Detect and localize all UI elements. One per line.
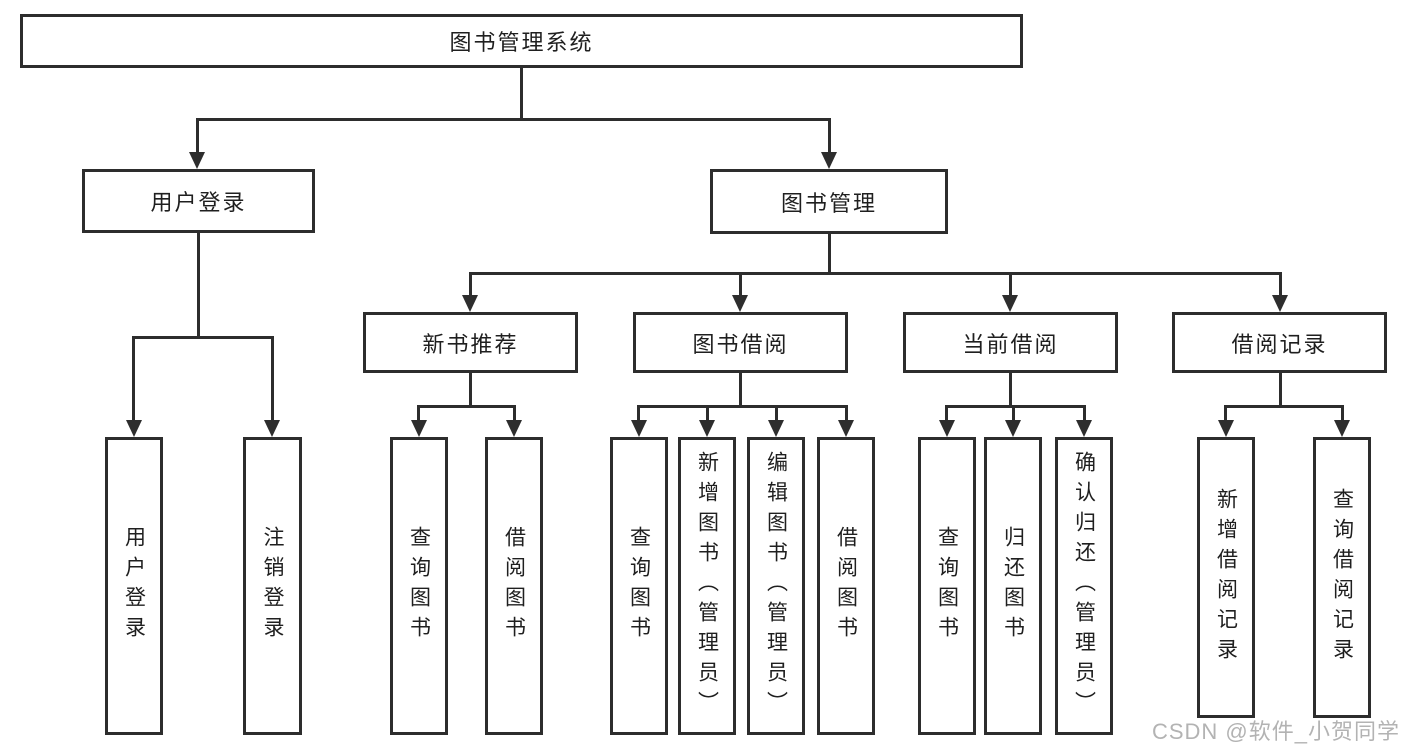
node-label: 借阅记录 — [1231, 331, 1328, 357]
arrowhead-down — [506, 420, 522, 437]
tree-line — [739, 272, 742, 298]
node-label: 当前借阅 — [962, 331, 1059, 357]
node-label: 图书管理系统 — [449, 30, 594, 55]
leaf-query-book: 查询图书 — [390, 437, 448, 735]
tree-line — [197, 118, 831, 121]
leaf-return-book: 归还图书 — [984, 437, 1042, 735]
tree-line — [469, 373, 472, 408]
tree-line — [845, 405, 848, 423]
leaf-label: 归还图书 — [1001, 526, 1025, 646]
csdn-watermark: CSDN @软件_小贺同学 — [1151, 719, 1400, 744]
tree-line — [417, 405, 420, 423]
arrowhead-down — [1334, 420, 1350, 437]
leaf-label: 查询图书 — [627, 526, 651, 646]
tree-line — [469, 272, 1282, 275]
tree-line — [513, 405, 516, 423]
tree-line — [133, 336, 273, 339]
arrowhead-down — [1272, 295, 1288, 312]
tree-line — [739, 373, 742, 408]
arrowhead-down — [699, 420, 715, 437]
tree-line — [637, 405, 640, 423]
tree-line — [1224, 405, 1227, 423]
arrowhead-down — [1076, 420, 1092, 437]
tree-line — [469, 272, 472, 298]
arrowhead-down — [631, 420, 647, 437]
leaf-label: 新增图书（管理员） — [695, 451, 719, 721]
tree-line — [418, 405, 515, 408]
leaf-label: 注销登录 — [261, 526, 284, 646]
leaf-label: 查询图书 — [407, 526, 431, 646]
tree-line — [828, 118, 831, 155]
tree-line — [775, 405, 778, 423]
leaf-label: 借阅图书 — [502, 526, 526, 646]
arrowhead-down — [732, 295, 748, 312]
node-user-login: 用户登录 — [82, 169, 315, 233]
arrowhead-down — [411, 420, 427, 437]
leaf-add-book-admin: 新增图书（管理员） — [678, 437, 736, 735]
tree-line — [1279, 272, 1282, 298]
leaf-query-book: 查询图书 — [610, 437, 668, 735]
arrowhead-down — [821, 152, 837, 169]
leaf-label: 借阅图书 — [834, 526, 858, 646]
tree-line — [1279, 373, 1282, 408]
tree-line — [520, 68, 523, 118]
leaf-borrow-book: 借阅图书 — [485, 437, 543, 735]
leaf-edit-book-admin: 编辑图书（管理员） — [747, 437, 805, 735]
leaf-confirm-return-admin: 确认归还（管理员） — [1055, 437, 1113, 735]
tree-line — [1009, 373, 1012, 408]
node-borrow-records: 借阅记录 — [1172, 312, 1387, 373]
tree-line — [1083, 405, 1086, 423]
tree-line — [1341, 405, 1344, 423]
tree-line — [1225, 405, 1343, 408]
node-book-borrow: 图书借阅 — [633, 312, 848, 373]
tree-line — [1012, 405, 1015, 423]
arrowhead-down — [1005, 420, 1021, 437]
leaf-label: 查询借阅记录 — [1330, 487, 1354, 668]
leaf-logout: 注销登录 — [243, 437, 302, 735]
arrowhead-down — [462, 295, 478, 312]
arrowhead-down — [1002, 295, 1018, 312]
leaf-label: 查询图书 — [935, 526, 959, 646]
node-book-management: 图书管理 — [710, 169, 948, 234]
node-label: 图书管理 — [780, 190, 877, 216]
leaf-label: 新增借阅记录 — [1214, 487, 1238, 668]
leaf-query-borrow-record: 查询借阅记录 — [1313, 437, 1371, 718]
arrowhead-down — [264, 420, 280, 437]
tree-line — [196, 118, 199, 155]
tree-line — [132, 336, 135, 423]
arrowhead-down — [126, 420, 142, 437]
arrowhead-down — [768, 420, 784, 437]
tree-line — [946, 405, 1085, 408]
leaf-label: 用户登录 — [122, 526, 146, 646]
leaf-label: 编辑图书（管理员） — [764, 451, 788, 721]
node-new-book-recommend: 新书推荐 — [363, 312, 578, 373]
arrowhead-down — [939, 420, 955, 437]
node-label: 图书借阅 — [692, 331, 789, 357]
arrowhead-down — [838, 420, 854, 437]
leaf-borrow-book: 借阅图书 — [817, 437, 875, 735]
tree-line — [197, 233, 200, 339]
leaf-add-borrow-record: 新增借阅记录 — [1197, 437, 1255, 718]
tree-line — [638, 405, 847, 408]
tree-line — [945, 405, 948, 423]
leaf-label: 确认归还（管理员） — [1072, 451, 1096, 721]
arrowhead-down — [1218, 420, 1234, 437]
node-label: 新书推荐 — [422, 331, 519, 357]
tree-line — [1009, 272, 1012, 298]
node-library-system: 图书管理系统 — [20, 14, 1023, 68]
arrowhead-down — [189, 152, 205, 169]
node-label: 用户登录 — [150, 190, 247, 215]
tree-line — [271, 336, 274, 423]
tree-line — [828, 234, 831, 275]
leaf-user-login: 用户登录 — [105, 437, 163, 735]
leaf-query-book: 查询图书 — [918, 437, 976, 735]
node-current-borrow: 当前借阅 — [903, 312, 1118, 373]
tree-line — [706, 405, 709, 423]
